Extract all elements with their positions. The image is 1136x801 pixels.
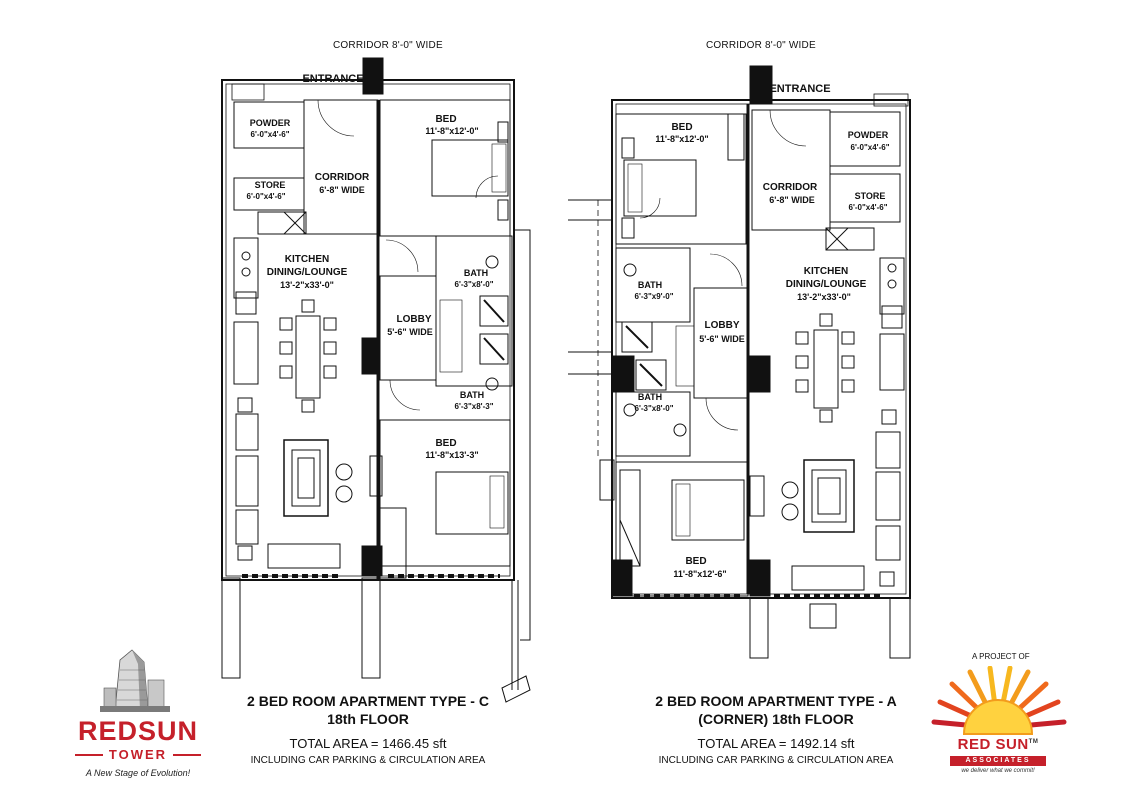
bed1-size-a: 11'-8"x12'-0" <box>655 134 708 144</box>
kitchen-size-c: 13'-2"x33'-0" <box>280 280 334 290</box>
caption-a-title-1: 2 BED ROOM APARTMENT TYPE - A <box>655 693 897 709</box>
bath1-label-c: BATH <box>464 268 488 278</box>
corridor-label-a: CORRIDOR <box>763 182 818 193</box>
bath2-size-c: 6'-3"x8'-3" <box>455 402 494 411</box>
bed1-size-c: 11'-8"x12'-0" <box>425 126 478 136</box>
corridor-label-right: CORRIDOR 8'-0" WIDE <box>706 40 816 51</box>
caption-c-title-2: 18th FLOOR <box>327 711 409 727</box>
caption-type-c: 2 BED ROOM APARTMENT TYPE - C 18th FLOOR… <box>222 692 514 766</box>
powder-size-c: 6'-0"x4'-6" <box>251 130 290 139</box>
divider-line <box>74 753 103 756</box>
tower-tagline: A New Stage of Evolution! <box>85 768 191 778</box>
caption-a-area: TOTAL AREA = 1492.14 sft <box>697 736 855 751</box>
store-label-a: STORE <box>855 191 886 201</box>
associates-sub-banner: ASSOCIATES <box>950 756 1046 766</box>
caption-c-area: TOTAL AREA = 1466.45 sft <box>289 736 447 751</box>
associates-brand-name: RED SUN <box>957 736 1029 753</box>
caption-c-title-1: 2 BED ROOM APARTMENT TYPE - C <box>247 693 489 709</box>
trademark-mark: TM <box>1028 739 1039 745</box>
bath2-size-a: 6'-3"x8'-0" <box>635 404 674 413</box>
floor-plan-type-a <box>568 65 911 659</box>
redsun-tower-logo: REDSUN TOWER A New Stage of Evolution! <box>60 640 210 780</box>
bed2-label-a: BED <box>685 556 706 567</box>
sun-icon <box>931 666 1067 735</box>
labels-type-c: ENTRANCE POWDER 6'-0"x4'-6" STORE 6'-0"x… <box>247 73 494 460</box>
caption-c-note: INCLUDING CAR PARKING & CIRCULATION AREA <box>250 755 486 766</box>
kitchen-label-a: KITCHEN <box>804 266 848 277</box>
caption-type-a: 2 BED ROOM APARTMENT TYPE - A (CORNER) 1… <box>630 692 922 766</box>
store-label-c: STORE <box>255 180 286 190</box>
dining-label-c: DINING/LOUNGE <box>267 267 348 278</box>
kitchen-label-c: KITCHEN <box>285 254 329 265</box>
corridor-label-c: CORRIDOR <box>315 172 370 183</box>
floor-plan-type-c <box>221 57 531 703</box>
bath2-label-c: BATH <box>460 390 484 400</box>
powder-label-c: POWDER <box>250 118 291 128</box>
lobby-size-c: 5'-6" WIDE <box>387 327 432 337</box>
store-size-c: 6'-0"x4'-6" <box>247 192 286 201</box>
labels-type-a: ENTRANCE POWDER 6'-0"x4'-6" STORE 6'-0"x… <box>635 83 890 579</box>
caption-a-note: INCLUDING CAR PARKING & CIRCULATION AREA <box>658 755 894 766</box>
bath1-label-a: BATH <box>638 280 662 290</box>
lobby-size-a: 5'-6" WIDE <box>699 334 744 344</box>
bed1-label-a: BED <box>671 122 692 133</box>
associates-tagline: we deliver what we commit! <box>961 768 1035 774</box>
bath1-size-a: 6'-3"x9'-0" <box>635 292 674 301</box>
tower-brand-sub: TOWER <box>108 747 168 762</box>
divider-line <box>173 753 202 756</box>
store-size-a: 6'-0"x4'-6" <box>849 203 888 212</box>
lobby-label-c: LOBBY <box>397 314 432 325</box>
corridor-size-c: 6'-8" WIDE <box>319 185 364 195</box>
kitchen-size-a: 13'-2"x33'-0" <box>797 292 851 302</box>
lobby-label-a: LOBBY <box>705 320 740 331</box>
redsun-associates-logo: A PROJECT OF RED SUNTM ASSOCIATES we del… <box>928 652 1068 782</box>
tower-brand-name: REDSUN <box>77 716 198 746</box>
bath2-label-a: BATH <box>638 392 662 402</box>
powder-size-a: 6'-0"x4'-6" <box>851 143 890 152</box>
entrance-label-a: ENTRANCE <box>769 83 830 95</box>
bed2-label-c: BED <box>435 438 456 449</box>
dining-label-a: DINING/LOUNGE <box>786 279 867 290</box>
bed2-size-c: 11'-8"x13'-3" <box>425 450 478 460</box>
bath1-size-c: 6'-3"x8'-0" <box>455 280 494 289</box>
corridor-label-left: CORRIDOR 8'-0" WIDE <box>333 40 443 51</box>
entrance-label-c: ENTRANCE <box>302 73 363 85</box>
bed1-label-c: BED <box>435 114 456 125</box>
tower-building-icon <box>100 649 170 712</box>
powder-label-a: POWDER <box>848 130 889 140</box>
project-of-label: A PROJECT OF <box>972 652 1030 661</box>
caption-a-title-2: (CORNER) 18th FLOOR <box>698 711 854 727</box>
bed2-size-a: 11'-8"x12'-6" <box>673 569 726 579</box>
corridor-size-a: 6'-8" WIDE <box>769 195 814 205</box>
